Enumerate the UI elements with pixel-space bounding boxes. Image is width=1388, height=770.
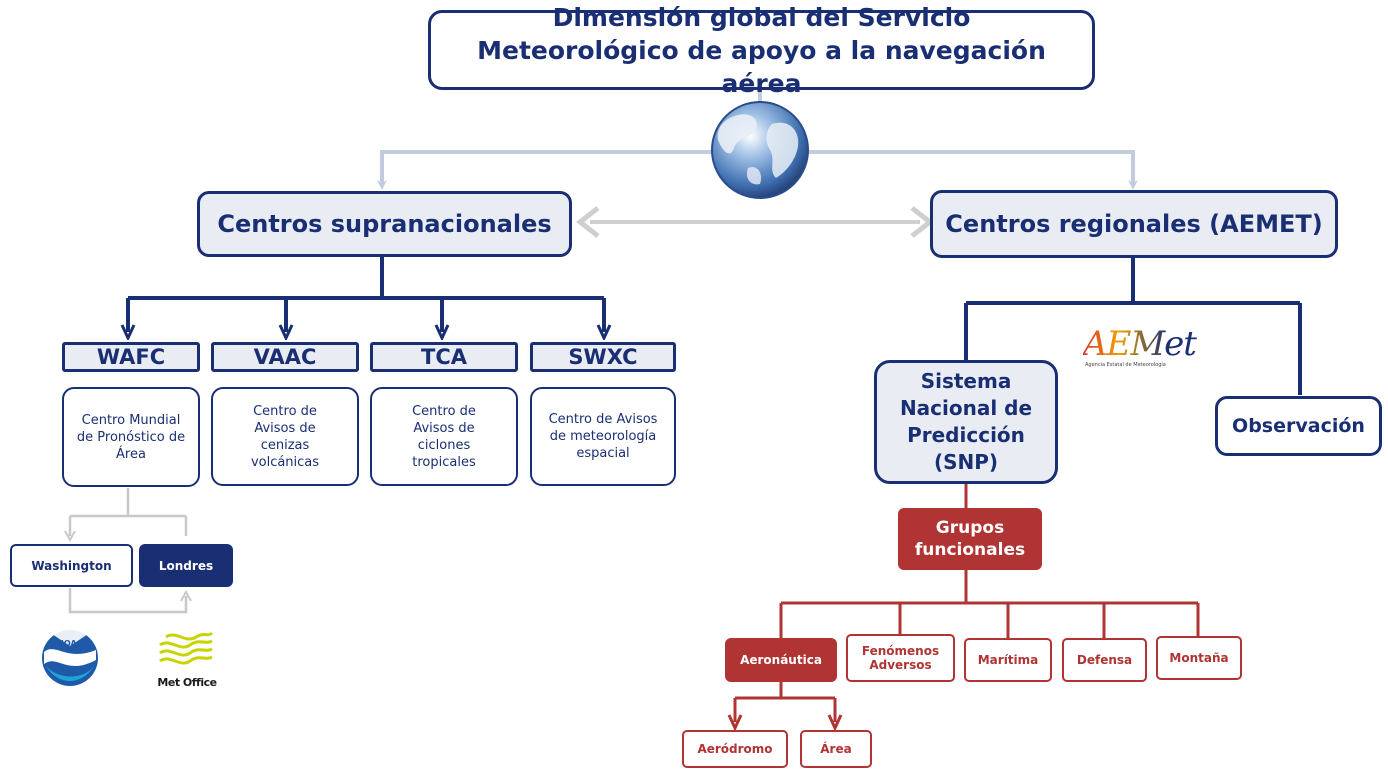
tca-description: Centro de Avisos de ciclones tropicales [370, 387, 518, 486]
aeronautica-box: Aeronáutica [725, 638, 837, 682]
washington-box: Washington [10, 544, 133, 587]
globe-icon [711, 101, 809, 199]
supranational-centers-box: Centros supranacionales [197, 191, 572, 257]
maritima-box: Marítima [964, 638, 1052, 682]
aemet-logo-subtitle: Agencia Estatal de Meteorología [1085, 362, 1166, 368]
aerodromo-box: Aeródromo [682, 730, 788, 768]
vaac-description: Centro de Avisos de cenizas volcánicas [211, 387, 359, 486]
montana-box: Montaña [1156, 636, 1242, 680]
tca-header: TCA [370, 342, 518, 372]
snp-box: Sistema Nacional de Predicción (SNP) [874, 360, 1058, 484]
fenomenos-adversos-box: Fenómenos Adversos [846, 634, 955, 682]
swxc-description: Centro de Avisos de meteorología espacia… [530, 387, 676, 486]
wafc-connectors [70, 488, 186, 614]
area-box: Área [800, 730, 872, 768]
wafc-header: WAFC [62, 342, 200, 372]
londres-box: Londres [139, 544, 233, 587]
regional-tree [964, 258, 1302, 395]
metoffice-logo [159, 631, 214, 665]
supranational-tree [128, 257, 604, 332]
aemet-logo-wordmark: AEMet [1083, 326, 1203, 362]
branch-double-arrow [575, 206, 935, 238]
swxc-header: SWXC [530, 342, 676, 372]
grupos-funcionales-box: Grupos funcionales [898, 508, 1042, 570]
vaac-header: VAAC [211, 342, 359, 372]
diagram-title: Dimensión global del Servicio Meteorológ… [428, 3, 1095, 98]
aemet-logo: AEMet Agencia Estatal de Meteorología [1083, 326, 1203, 376]
regional-centers-box: Centros regionales (AEMET) [930, 190, 1338, 258]
metoffice-label: Met Office [157, 676, 217, 689]
svg-text:NOAA: NOAA [57, 639, 83, 648]
defensa-box: Defensa [1062, 638, 1147, 682]
noaa-logo: NOAA [42, 629, 98, 686]
functional-tree [735, 484, 1200, 722]
observacion-box: Observación [1215, 396, 1382, 456]
wafc-description: Centro Mundial de Pronóstico de Área [62, 387, 200, 487]
